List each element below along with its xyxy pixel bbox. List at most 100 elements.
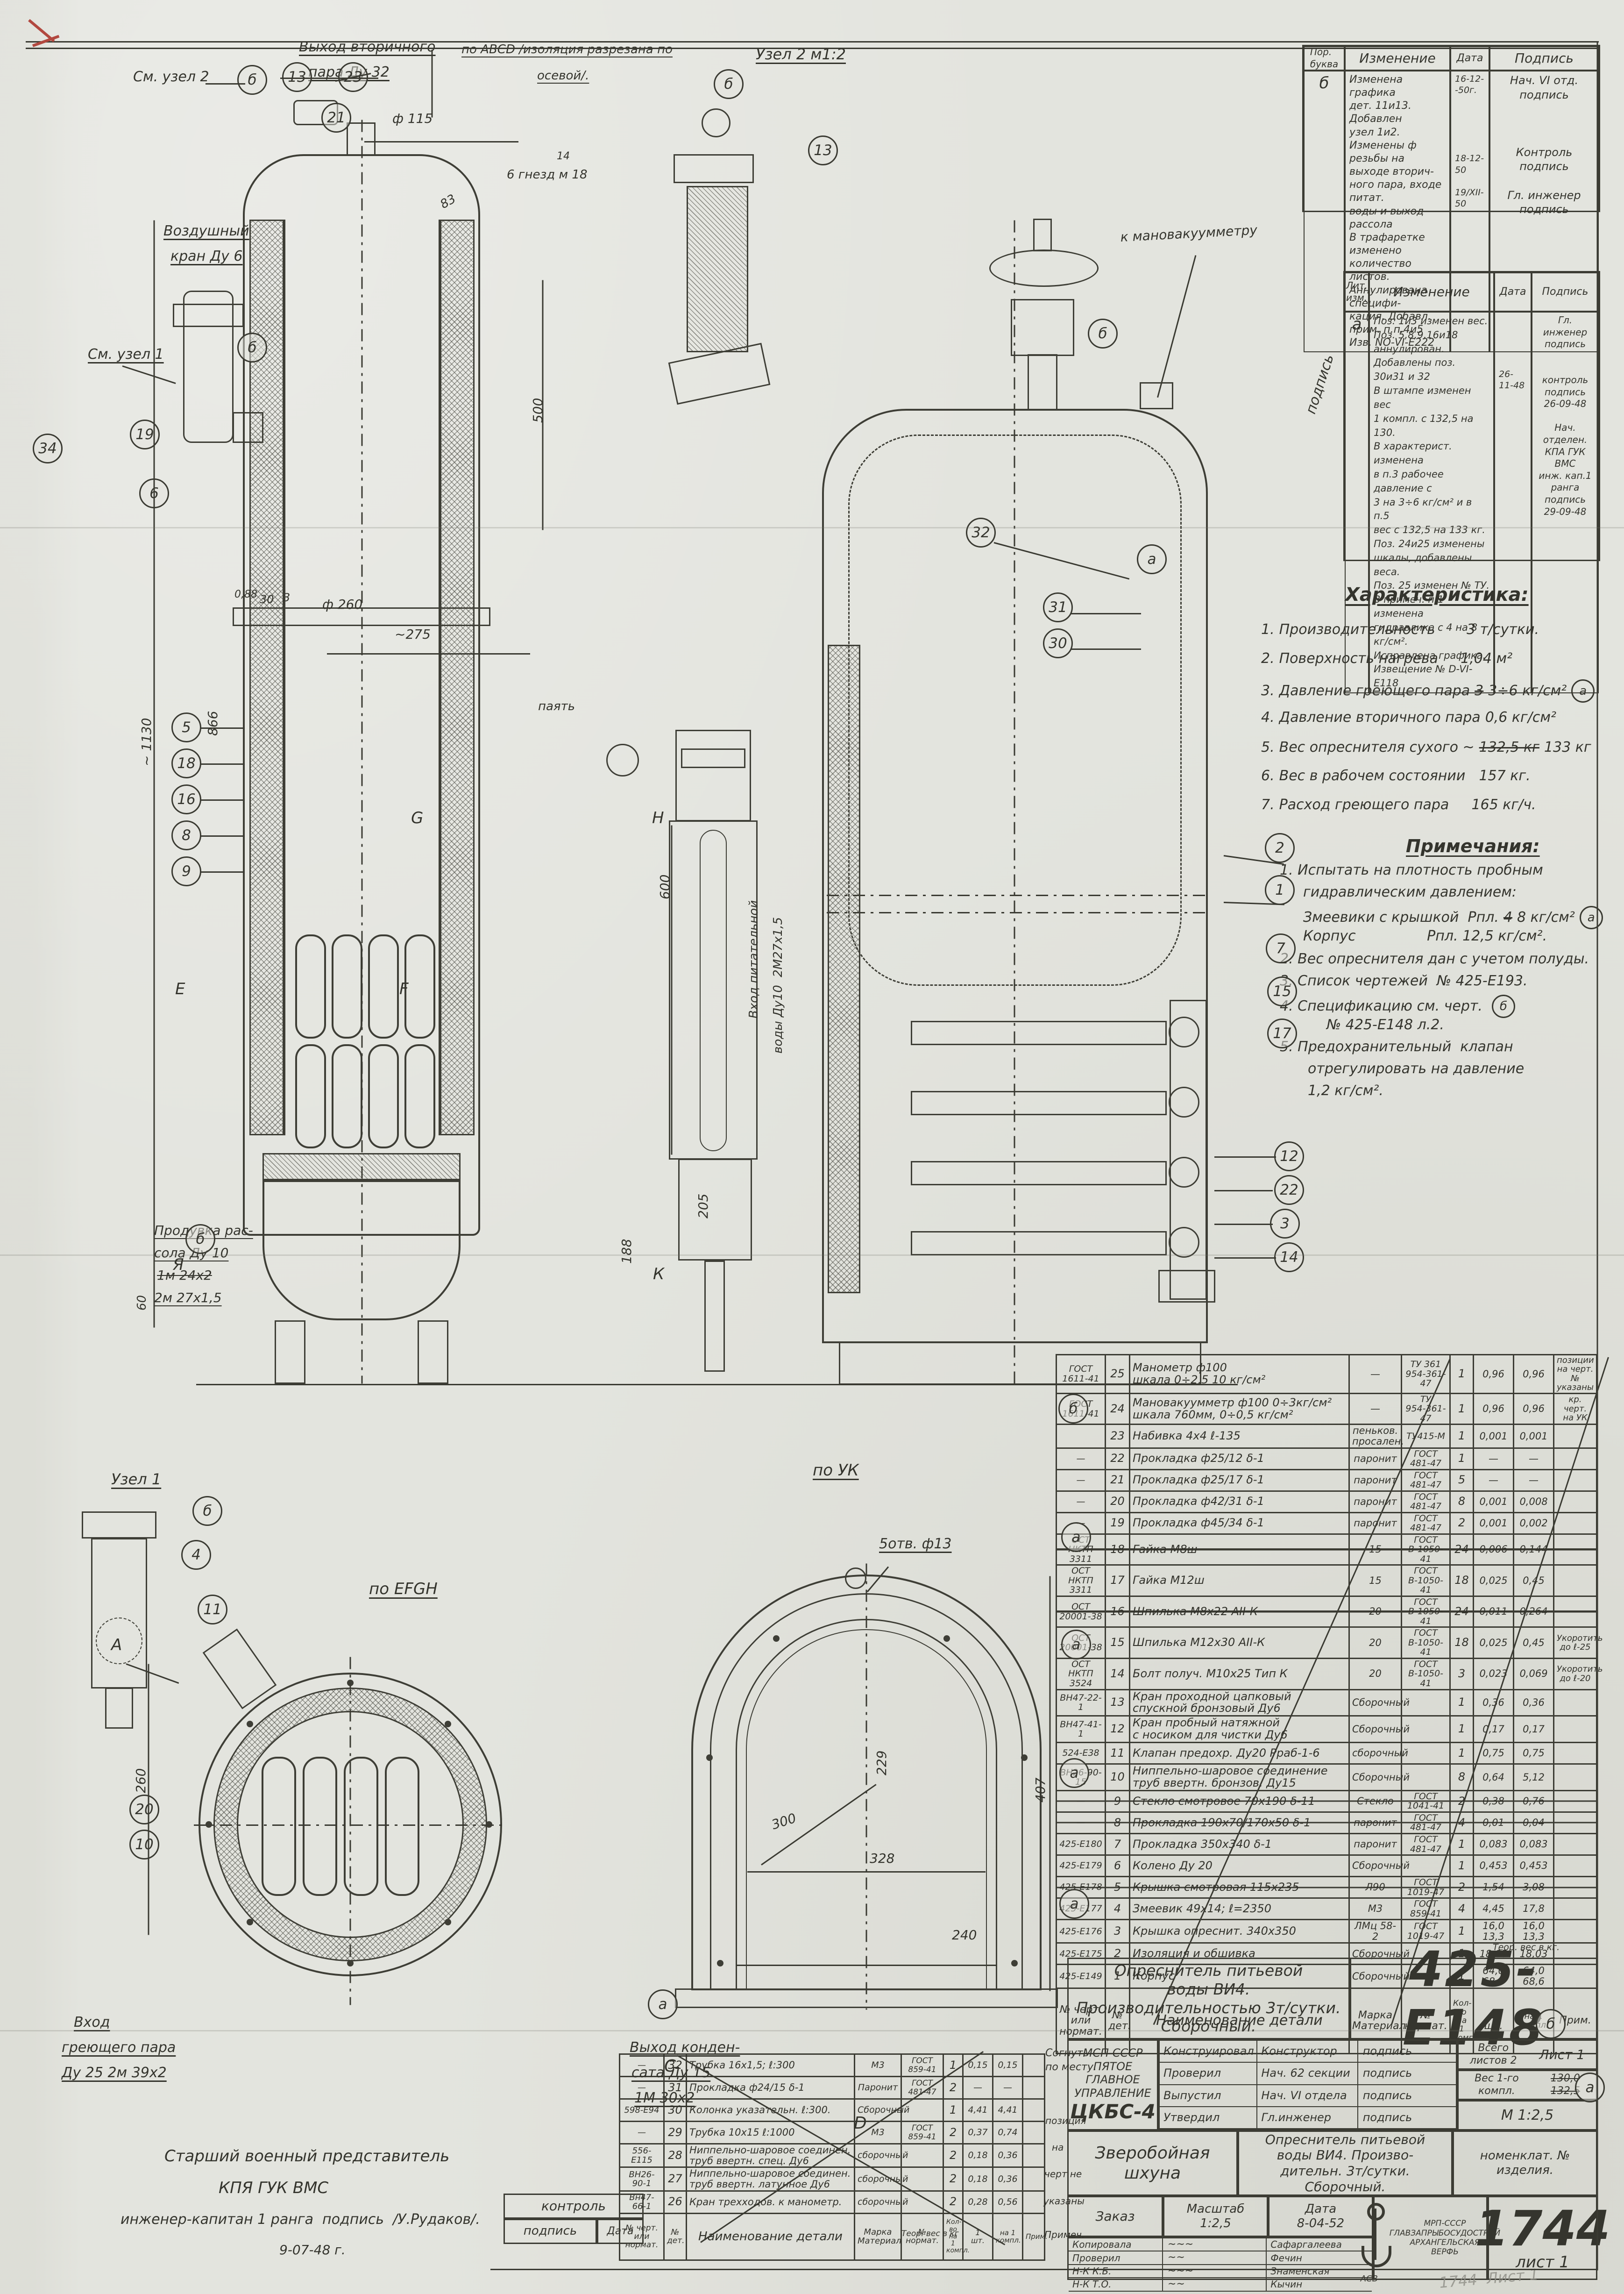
tube-end-cap — [1169, 1227, 1199, 1258]
bomb-h-w1: 1 шт. — [962, 2212, 993, 2261]
uk-bolt — [1011, 1960, 1018, 1966]
coil-loop — [332, 934, 362, 1039]
rev2-header-letter: Лит. изм. — [1345, 272, 1369, 312]
org-cell: МСП СССР ПЯТОЕ ГЛАВНОЕ УПРАВЛЕНИЕ ЦКБС-4 — [1067, 2039, 1158, 2130]
callout-circle: б — [237, 333, 267, 363]
callout-circle: а — [1061, 1630, 1091, 1660]
drawing-line — [1071, 648, 1141, 650]
sheets-total: Всего листов 2 — [1469, 2042, 1517, 2066]
callout-circle: 1 — [1265, 875, 1295, 905]
callout-circle: 5 — [171, 712, 201, 742]
drawing-label: инженер-капитан 1 ранга подпись /У.Рудак… — [121, 2211, 480, 2228]
drawing-label: черт не — [1044, 2168, 1082, 2180]
drawing-label: Вход — [74, 2014, 110, 2030]
agency-name: МРП-СССР ГЛАВЗАПРЫБОСУДОСТРОЙ АРХАНГЕЛЬС… — [1389, 2219, 1501, 2257]
callout-circle: а — [648, 1989, 678, 2019]
callout-circle: б — [714, 69, 744, 99]
roles-cell: Конструировал Конструктор подпись Провер… — [1158, 2039, 1457, 2130]
control-box: контроль подпись Дата — [504, 2194, 644, 2244]
rev2-letter: а — [1345, 312, 1369, 693]
drawing-label: 188 — [619, 1239, 634, 1264]
signature-row: Проверил ∼∼ Фечин — [1069, 2251, 1372, 2265]
control-sign: подпись — [504, 2219, 597, 2244]
rev1-header-letter: Пор. буква — [1304, 46, 1345, 71]
characteristic-item: 6.Вес в рабочем состоянии 157 кг. — [1261, 768, 1531, 784]
callout-circle: 32 — [966, 518, 996, 548]
drawing-label: А — [111, 1636, 122, 1654]
note-line: 3. Список чертежей № 425-Е193. — [1280, 973, 1528, 989]
drawing-line — [206, 83, 245, 85]
anchor-fluke — [1361, 2246, 1391, 2267]
drawing-label: 240 — [952, 1927, 977, 1943]
drawing-label: 30 — [260, 593, 274, 606]
callout-circle: а — [1059, 1758, 1089, 1788]
left-view-inner-shell — [284, 220, 440, 1135]
bomb-h-normat: № нормат. — [901, 2212, 944, 2261]
drawing-line — [349, 1657, 351, 2005]
signatures-cell: Копировала ∼∼∼ Сафаргалеева Проверил ∼∼ … — [1067, 2237, 1373, 2292]
characteristics-title: Характеристика: — [1345, 584, 1529, 606]
drawing-line — [364, 141, 518, 142]
role-row: Проверил Нач. 62 секции подпись — [1160, 2063, 1456, 2085]
bom-h-note: Прим. — [1553, 1987, 1597, 2054]
callout-circle: 10 — [129, 1830, 159, 1859]
drawing-label: 407 — [1033, 1777, 1048, 1802]
drawing-label: Старший военный представитель — [164, 2147, 450, 2166]
bom-row: ВН26-90-1510 Ниппельно-шаровое соединени… — [1056, 1763, 1597, 1791]
bom-h-normat: № нормат. — [1401, 1987, 1451, 2054]
uk-bolt — [773, 1635, 780, 1642]
control-date: Дата — [597, 2219, 644, 2244]
drawing-label: 600 — [657, 874, 673, 899]
drawing-line — [671, 825, 673, 1155]
ship-cell: Зверобойная шхуна — [1067, 2130, 1238, 2196]
unit2-knob — [702, 108, 730, 137]
order-cell: Заказ — [1067, 2196, 1163, 2237]
drawing-label: C — [664, 2057, 676, 2076]
callout-circle: 2 — [1265, 833, 1295, 863]
rev1-header-change: Изменение — [1345, 46, 1450, 71]
drawing-line — [1596, 42, 1598, 2271]
drawing-label: 2м 27х1,5 — [154, 1290, 222, 1305]
drawing-label: Узел 1 — [111, 1470, 162, 1488]
note-line: гидравлическим давлением: — [1303, 884, 1517, 900]
uk-bolt — [1021, 1754, 1028, 1761]
drawing-line — [26, 41, 1599, 43]
bom-h-name: Наименование детали — [1129, 1987, 1350, 2054]
callout-circle: 34 — [33, 434, 63, 463]
bomb-h-note: Прим. — [1022, 2212, 1048, 2261]
scale-cell: М 1:2,5 — [1457, 2100, 1597, 2130]
bomb-h-qty: Кол-во на 1 компл. — [943, 2212, 970, 2261]
drawing-label: 1М 30х2 — [634, 2090, 695, 2106]
callout-circle: 18 — [171, 748, 201, 778]
drawing-label: 866 — [205, 711, 220, 736]
callout-circle: 21 — [321, 103, 351, 133]
bomb-h-marka: Марка Материал — [854, 2212, 902, 2261]
left-view-insulation-left — [249, 220, 284, 1135]
drawing-label: по ABCD /изоляция разрезана по — [461, 43, 673, 57]
drawing-label: 328 — [870, 1851, 895, 1866]
order-number-big: 1744 — [1475, 2200, 1610, 2257]
unit1-stem — [105, 1688, 133, 1729]
drawing-line — [1071, 613, 1141, 614]
drawing-line — [1214, 1224, 1273, 1225]
callout-circle: а — [1061, 1522, 1091, 1552]
right-view-insulation — [828, 645, 860, 1293]
drawing-label: G — [411, 809, 424, 827]
rev1-header-sign: Подпись — [1489, 46, 1599, 71]
bom-h-no: № дет. — [1105, 1987, 1131, 2054]
product-title-cell: Опреснитель питьевой воды ВИ4. Производи… — [1067, 1958, 1350, 2039]
drawing-line — [200, 871, 244, 873]
drawing-line — [327, 653, 530, 655]
drawing-label: F — [399, 980, 409, 998]
drawing-label: 1м 24х2 — [157, 1268, 212, 1283]
drawing-label: 3 — [283, 591, 291, 604]
